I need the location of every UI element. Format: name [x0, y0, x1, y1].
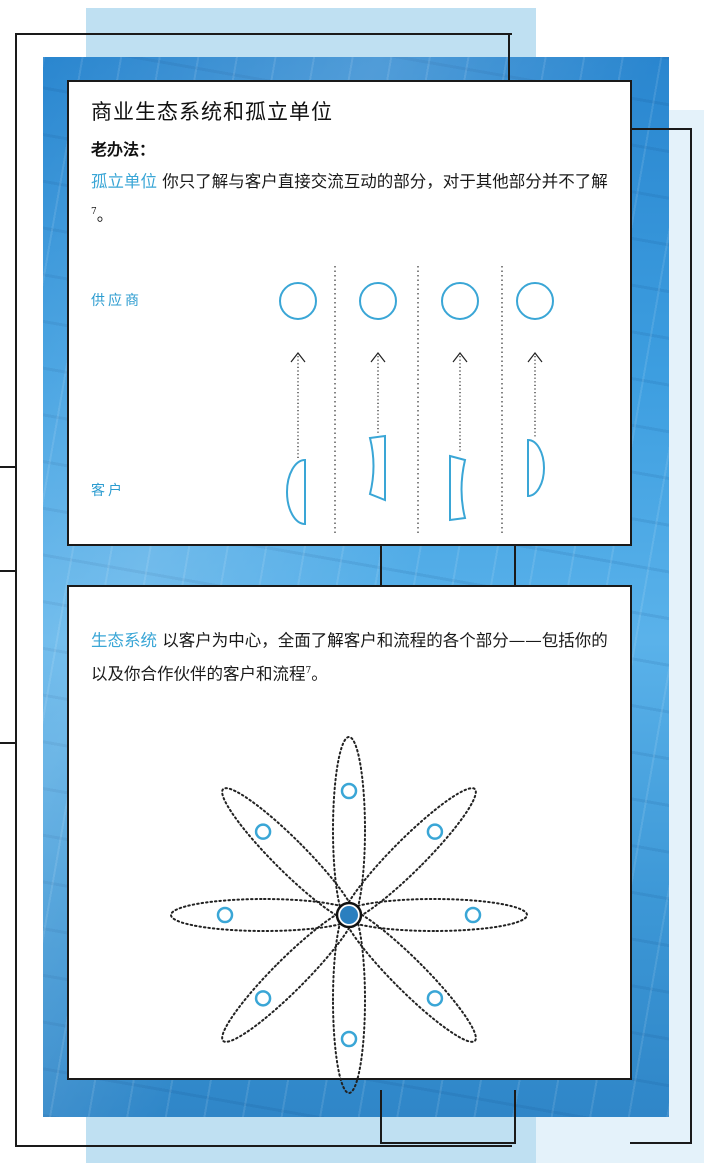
partner-node [254, 823, 272, 840]
decorative-frame-edge [508, 33, 510, 83]
partner-petal [170, 898, 358, 932]
silo-diagram [279, 266, 554, 536]
card-subtitle: 老办法： [91, 140, 156, 159]
decorative-frame-left [15, 33, 512, 1147]
decorative-tick [0, 466, 15, 468]
silo-text: 你只了解与客户直接交流互动的部分，对于其他部分并不了解 [157, 172, 608, 191]
ecosystem-description: 生态系统 以客户为中心，全面了解客户和流程的各个部分——包括你的以及你合作伙伴的… [91, 625, 611, 690]
partner-node [254, 990, 272, 1007]
supplier-node [359, 282, 397, 320]
decorative-tick [0, 742, 15, 744]
partner-node [340, 782, 358, 800]
customer-label: 客户 [91, 483, 125, 499]
end-punct: 。 [96, 205, 114, 225]
partner-node [464, 906, 482, 924]
partner-petal [340, 898, 528, 932]
ecosystem-text: 以客户为中心，全面了解客户和流程的各个部分——包括你的以及你合作伙伴的客户和流程 [91, 631, 608, 684]
arrow-head [290, 352, 306, 363]
silo-description: 孤立单位 你只了解与客户直接交流互动的部分，对于其他部分并不了解 7。 [91, 166, 611, 231]
arrow-head [370, 352, 386, 363]
arrow-head [527, 352, 543, 363]
decorative-frame-connector [380, 540, 516, 585]
supplier-node [516, 282, 554, 320]
customer-fragment [286, 458, 306, 526]
partner-node [426, 990, 444, 1007]
customer-center-node [340, 906, 358, 924]
supplier-node [441, 282, 479, 320]
partner-petal [332, 906, 366, 1094]
decorative-frame-bottom [380, 1090, 516, 1144]
ecosystem-card: 生态系统 以客户为中心，全面了解客户和流程的各个部分——包括你的以及你合作伙伴的… [67, 585, 632, 1094]
silo-card: 商业生态系统和孤立单位 老办法： 孤立单位 你只了解与客户直接交流互动的部分，对… [67, 80, 632, 546]
customer-fragment [449, 454, 467, 522]
arrow-head [452, 352, 468, 363]
supplier-label: 供应商 [91, 293, 142, 309]
supplier-node [279, 282, 317, 320]
decorative-frame-right [630, 128, 692, 1144]
decorative-tick [0, 570, 15, 572]
partner-node [340, 1030, 358, 1048]
footnote-ref: 7 [91, 207, 97, 217]
partner-petal [332, 736, 366, 924]
footnote-ref: 7 [305, 666, 312, 676]
silo-term: 孤立单位 [91, 172, 157, 191]
customer-fragment [368, 434, 386, 502]
customer-fragment [527, 438, 545, 498]
partner-node [426, 823, 444, 840]
end-punct: 。 [311, 664, 328, 684]
ecosystem-diagram [170, 736, 528, 1094]
partner-node [216, 906, 234, 924]
ecosystem-term: 生态系统 [91, 631, 157, 650]
card-title: 商业生态系统和孤立单位 [91, 100, 333, 124]
